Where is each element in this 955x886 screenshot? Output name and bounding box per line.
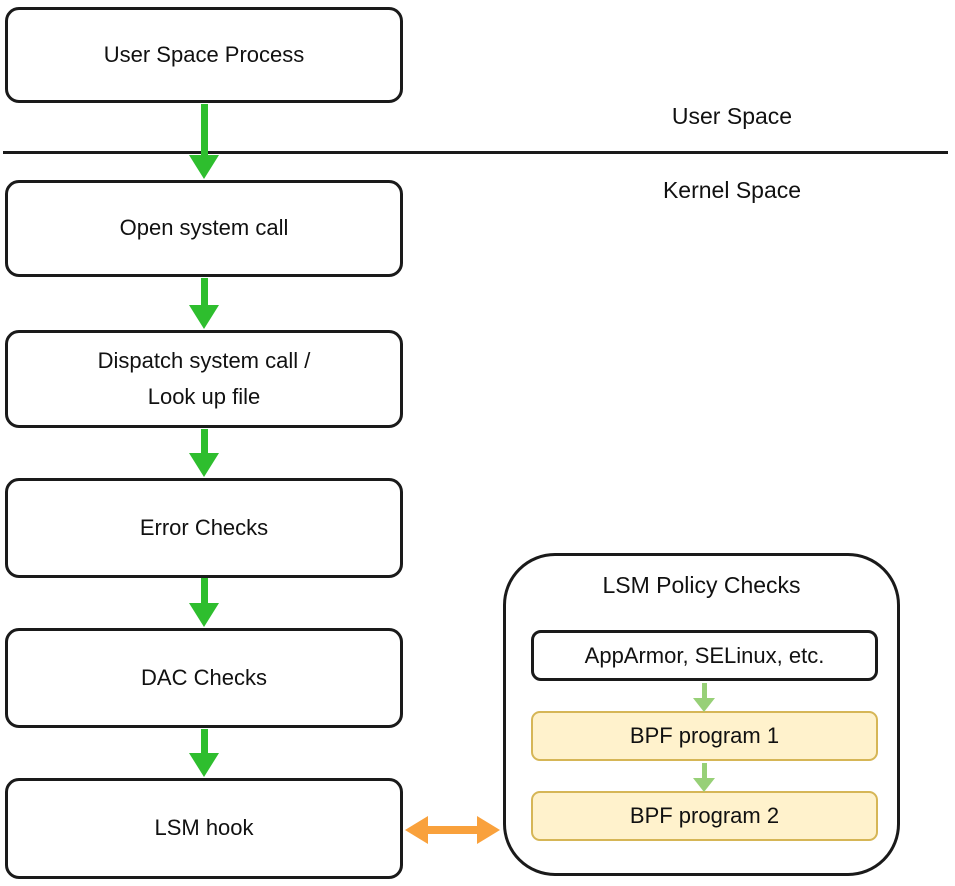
arrow-head-left — [405, 816, 428, 844]
arrow-shaft — [200, 278, 208, 307]
flow-box-label: Dispatch system call / Look up file — [97, 347, 311, 409]
flow-arrow-3-down-icon — [189, 429, 219, 477]
flow-box-lsm-hook: LSM hook — [5, 778, 403, 879]
flow-arrow-5-down-icon — [189, 729, 219, 777]
panel-arrow-1-down-icon — [693, 683, 715, 712]
arrow-shaft — [701, 763, 707, 780]
lsm-hook-bidirectional-arrow-icon — [405, 816, 500, 844]
panel-box-label: BPF program 2 — [629, 803, 780, 828]
panel-box-label: BPF program 1 — [629, 723, 780, 748]
arrow-shaft — [701, 683, 707, 700]
arrow-shaft — [200, 429, 208, 455]
flow-arrow-4-down-icon — [189, 578, 219, 627]
lsm-policy-checks-panel: LSM Policy Checks AppArmor, SELinux, etc… — [503, 553, 900, 876]
flow-box-label: User Space Process — [103, 41, 305, 67]
flow-box-user-space-process: User Space Process — [5, 7, 403, 103]
arrow-head — [189, 603, 219, 627]
flow-box-dac-checks: DAC Checks — [5, 628, 403, 728]
arrow-shaft — [200, 729, 208, 755]
lsm-panel-title: LSM Policy Checks — [602, 572, 801, 598]
arrow-shaft — [422, 826, 483, 834]
kernel-space-label: Kernel Space — [662, 177, 802, 203]
panel-box-lsm-modules: AppArmor, SELinux, etc. — [531, 630, 878, 681]
flow-arrow-2-down-icon — [189, 278, 219, 329]
user-space-label: User Space — [671, 103, 793, 129]
panel-arrow-2-down-icon — [693, 763, 715, 792]
user-kernel-divider-line — [3, 151, 948, 154]
flow-box-dispatch-system-call: Dispatch system call / Look up file — [5, 330, 403, 428]
arrow-shaft — [200, 578, 208, 605]
flow-arrow-1-down-icon — [189, 104, 219, 179]
flow-box-label: DAC Checks — [141, 664, 267, 690]
arrow-head — [189, 453, 219, 477]
arrow-head — [189, 155, 219, 179]
flow-box-error-checks: Error Checks — [5, 478, 403, 578]
arrow-head — [693, 778, 715, 792]
flow-box-label: Open system call — [119, 215, 289, 241]
flow-box-open-system-call: Open system call — [5, 180, 403, 277]
arrow-head — [693, 698, 715, 712]
panel-box-label: AppArmor, SELinux, etc. — [584, 642, 825, 668]
panel-box-bpf-program-2: BPF program 2 — [531, 791, 878, 841]
panel-box-bpf-program-1: BPF program 1 — [531, 711, 878, 761]
flow-box-label: LSM hook — [154, 815, 254, 841]
arrow-head — [189, 305, 219, 329]
arrow-head-right — [477, 816, 500, 844]
arrow-shaft — [200, 104, 208, 157]
arrow-head — [189, 753, 219, 777]
flow-box-label: Error Checks — [139, 514, 269, 540]
